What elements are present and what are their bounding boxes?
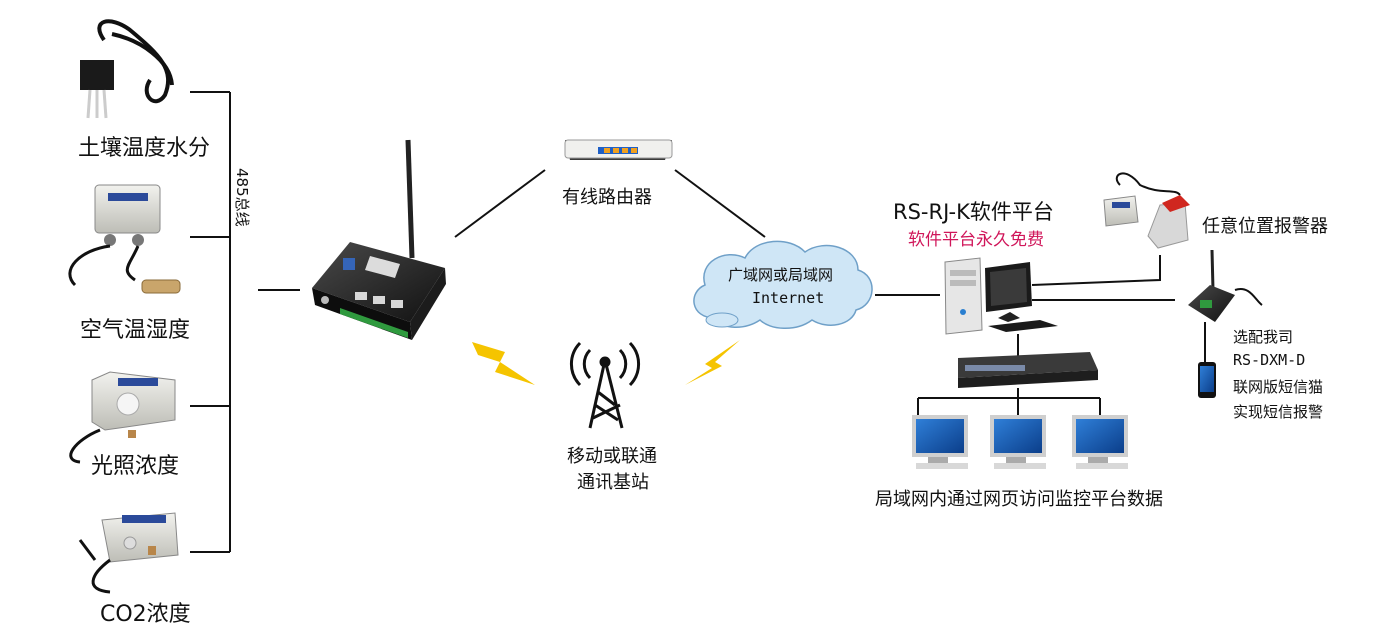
lan-links	[917, 388, 1101, 415]
platform-title: RS-RJ-K软件平台	[893, 200, 1054, 224]
data-logger-icon	[312, 139, 446, 340]
router-icon	[564, 139, 673, 160]
bus-label: 485总线	[233, 168, 251, 227]
lan-label: 局域网内通过网页访问监控平台数据	[875, 489, 1163, 510]
alarm-label: 任意位置报警器	[1202, 216, 1328, 237]
light-sensor-label: 光照浓度	[91, 454, 180, 479]
tower-label-line2: 通讯基站	[577, 472, 649, 493]
cloud-label-line1: 广域网或局域网	[728, 266, 834, 284]
cloud-label-line2: Internet	[752, 289, 825, 307]
air-sensor-icon	[68, 184, 181, 294]
router-label: 有线路由器	[562, 187, 652, 208]
client-monitor-icon	[1072, 415, 1128, 469]
internet-cloud-icon	[693, 240, 873, 329]
air-sensor-label: 空气温湿度	[80, 318, 191, 343]
light-sensor-icon	[69, 371, 176, 464]
bus-bracket	[190, 91, 300, 553]
phone-icon	[1198, 362, 1216, 398]
tower-label-line1: 移动或联通	[567, 446, 657, 467]
soil-sensor-icon	[80, 19, 174, 119]
lightning-left-icon	[472, 342, 535, 385]
platform-subtitle: 软件平台永久免费	[908, 230, 1044, 250]
sms-label-line3: 联网版短信猫	[1233, 378, 1324, 396]
platform-links	[1017, 255, 1175, 358]
client-monitor-icon	[990, 415, 1046, 469]
sms-label-line4: 实现短信报警	[1233, 403, 1324, 421]
co2-sensor-label: CO2浓度	[100, 602, 191, 627]
network-switch-icon	[958, 352, 1098, 388]
soil-sensor-label: 土壤温度水分	[78, 136, 211, 161]
sms-modem-icon	[1188, 249, 1263, 362]
co2-sensor-icon	[78, 512, 179, 594]
alarm-icon	[1103, 172, 1190, 249]
cell-tower-icon	[569, 341, 641, 429]
link-logger-router	[454, 169, 546, 238]
sms-label-line1: 选配我司	[1233, 328, 1294, 346]
lightning-right-icon	[685, 340, 740, 385]
server-pc-icon	[944, 257, 1058, 335]
sms-label-line2: RS-DXM-D	[1233, 351, 1306, 369]
client-monitor-icon	[912, 415, 968, 469]
link-router-cloud	[674, 169, 766, 238]
